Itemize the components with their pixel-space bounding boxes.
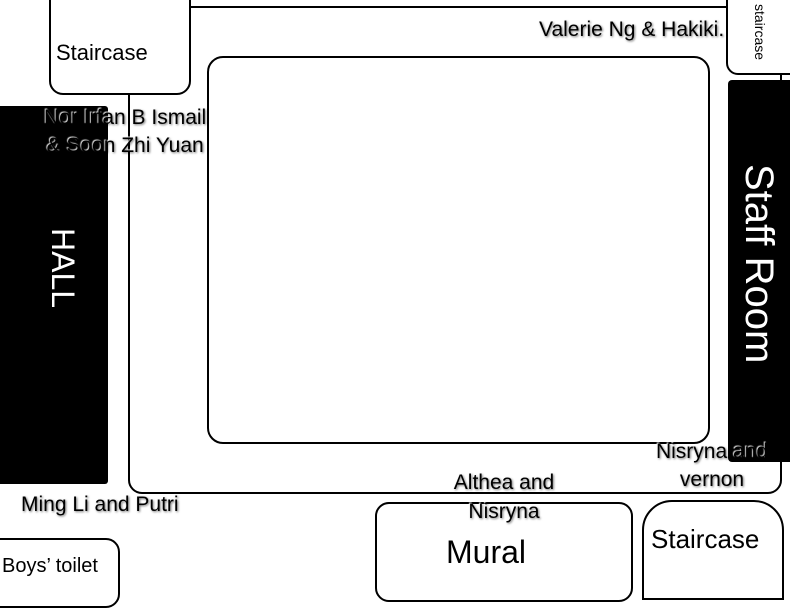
- assignment-bottom-center-line2: Nisryna: [468, 500, 540, 523]
- staff-room: Staff Room: [728, 80, 790, 462]
- mural-label: Mural: [446, 534, 527, 570]
- staircase-bottom-right-label: Staircase: [651, 524, 760, 554]
- assignment-bottom-right: Nisryna and vernon: [644, 438, 780, 494]
- staircase-top-right: staircase: [726, 0, 790, 75]
- courtyard-inner: [207, 56, 710, 444]
- assignment-bottom-left: Ming Li and Putri: [21, 493, 179, 516]
- staff-room-label: Staff Room: [737, 164, 781, 364]
- assignment-top-left-line1: Nor Irfan B Ismail: [44, 106, 207, 129]
- staircase-bottom-right: Staircase: [642, 500, 784, 600]
- staircase-top-right-label: staircase: [752, 4, 768, 61]
- hall-room: HALL: [0, 106, 108, 484]
- assignment-bottom-right-line2: vernon: [679, 468, 745, 491]
- assignment-top-left-line2: & Soon Zhi Yuan: [46, 134, 204, 157]
- assignment-bottom-center-line1: Althea and: [453, 471, 555, 494]
- assignment-bottom-center: Althea and Nisryna: [437, 468, 571, 526]
- boys-toilet-label: Boys’ toilet: [2, 555, 98, 577]
- boys-toilet: Boys’ toilet: [0, 538, 120, 608]
- assignment-bottom-right-line1: Nisryna and: [655, 440, 769, 463]
- staircase-top-left-label: Staircase: [56, 40, 148, 65]
- hall-label: HALL: [45, 228, 81, 309]
- assignment-top-right: Valerie Ng & Hakiki.: [539, 18, 725, 41]
- assignment-top-left: Nor Irfan B Ismail & Soon Zhi Yuan: [44, 104, 206, 160]
- staircase-top-left: Staircase: [49, 0, 191, 95]
